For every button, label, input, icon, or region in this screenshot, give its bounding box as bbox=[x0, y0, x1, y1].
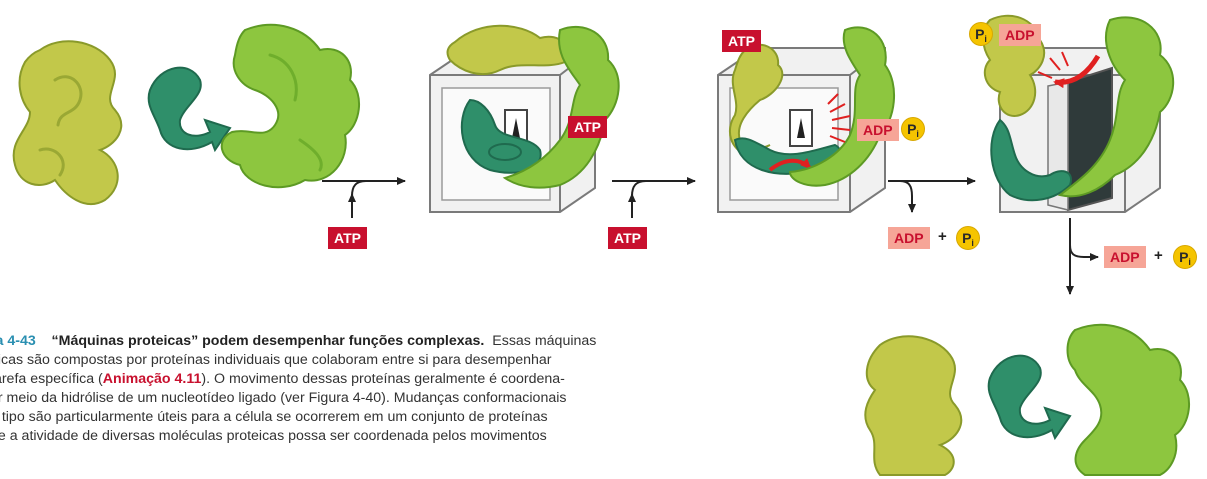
atp-input-label: ATP bbox=[328, 227, 367, 249]
dark-green-protein bbox=[147, 66, 232, 153]
pi-bound-label: Pi bbox=[969, 22, 993, 46]
adp-pi-output-1 bbox=[899, 180, 916, 213]
atp-input-2 bbox=[631, 180, 647, 218]
atp-bound-label: ATP bbox=[722, 30, 761, 52]
adp-bound-label: ADP bbox=[857, 119, 899, 141]
release-burst-icon bbox=[827, 93, 851, 143]
caption-line: eicas são compostas por proteínas indivi… bbox=[0, 352, 552, 368]
stage-2-assembled bbox=[429, 24, 620, 213]
plus-sign: + bbox=[1154, 247, 1163, 264]
atp-bound-label: ATP bbox=[568, 116, 607, 138]
adp-bound-label: ADP bbox=[999, 24, 1041, 46]
pi-released-label: Pi bbox=[1173, 245, 1197, 269]
adp-pi-output-2 bbox=[1069, 244, 1099, 261]
stage-5-released bbox=[864, 323, 1191, 476]
caption-line: e tipo são particularmente úteis para a … bbox=[0, 409, 548, 425]
yellow-protein bbox=[12, 40, 123, 206]
caption-line: or meio da hidrólise de um nucleotídeo l… bbox=[0, 390, 567, 406]
light-green-protein bbox=[1066, 323, 1191, 476]
atp-input-1 bbox=[351, 180, 367, 218]
atp-input-label: ATP bbox=[608, 227, 647, 249]
light-green-protein bbox=[220, 23, 361, 189]
caption-line: ue a atividade de diversas moléculas pro… bbox=[0, 428, 547, 444]
dark-green-protein bbox=[987, 354, 1072, 441]
figure-number: ra 4-43 bbox=[0, 333, 36, 349]
pi-released-label: Pi bbox=[956, 226, 980, 250]
caption-line: ra 4-43 “Máquinas proteicas” podem desem… bbox=[0, 332, 800, 351]
plus-sign: + bbox=[938, 228, 947, 245]
figure-title: “Máquinas proteicas” podem desempenhar f… bbox=[51, 333, 485, 349]
caption-line: tarefa específica (Animação 4.11). O mov… bbox=[0, 371, 565, 387]
stage-1-free-proteins bbox=[12, 23, 361, 206]
stage-4-open bbox=[982, 14, 1175, 213]
adp-released-label: ADP bbox=[1104, 246, 1146, 268]
release-burst-icon bbox=[1037, 51, 1069, 79]
figure-caption: ra 4-43 “Máquinas proteicas” podem desem… bbox=[0, 332, 800, 446]
reaction-arrows bbox=[322, 177, 1099, 295]
pi-bound-label: Pi bbox=[901, 117, 925, 141]
stage-3-hydrolysis bbox=[717, 26, 896, 213]
yellow-protein bbox=[864, 335, 963, 476]
animation-link[interactable]: Animação 4.11 bbox=[102, 371, 202, 387]
adp-released-label: ADP bbox=[888, 227, 930, 249]
